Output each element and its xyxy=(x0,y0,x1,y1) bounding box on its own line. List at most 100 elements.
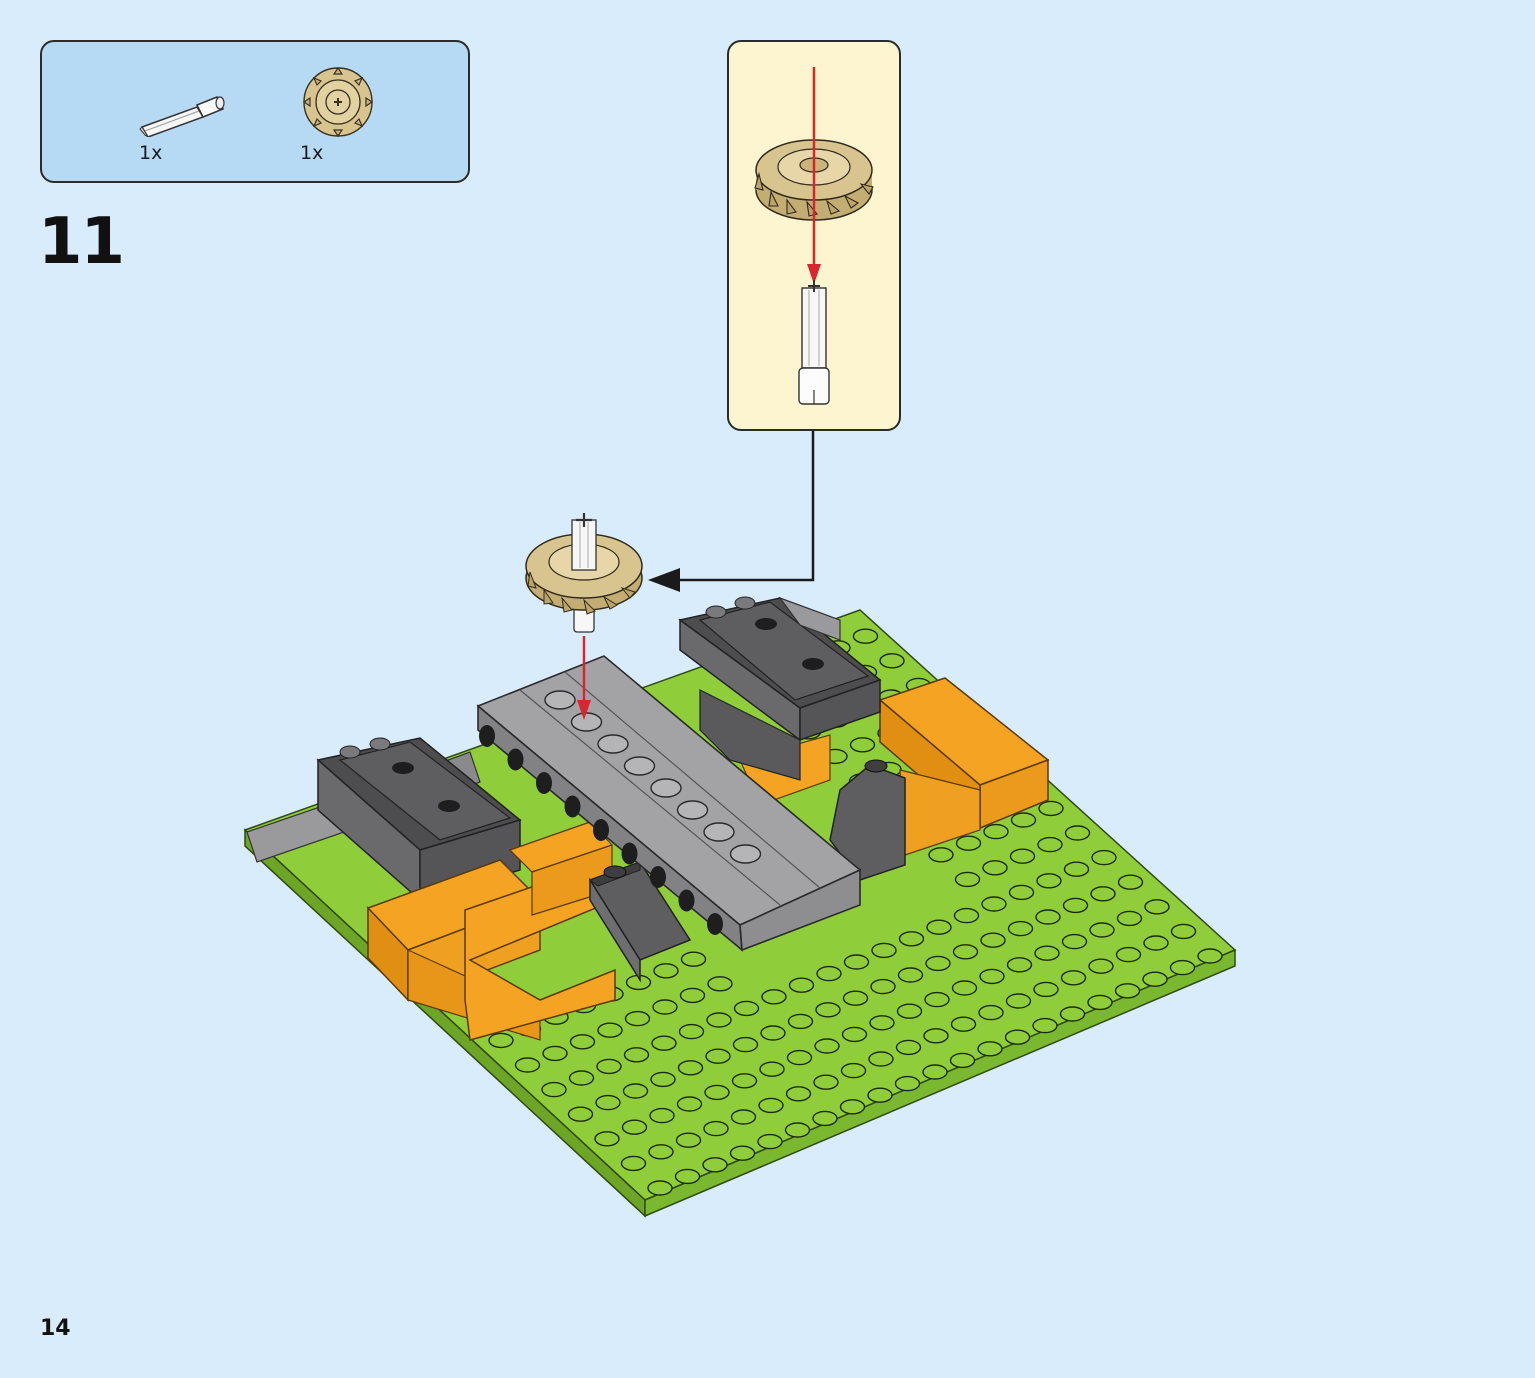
baseplate-stud xyxy=(1114,983,1141,999)
callout-axle-pin-icon xyxy=(798,280,830,405)
baseplate-stud xyxy=(623,1047,650,1063)
beam-hole xyxy=(597,734,629,754)
baseplate-stud xyxy=(871,942,897,959)
baseplate-stud xyxy=(787,1013,814,1030)
baseplate-stud xyxy=(896,1003,923,1019)
baseplate-stud xyxy=(678,1023,705,1040)
baseplate-stud xyxy=(981,896,1007,912)
baseplate-stud xyxy=(707,976,733,992)
baseplate-stud xyxy=(1064,825,1091,841)
axle-pin-quantity: 1x xyxy=(139,142,163,164)
baseplate-stud xyxy=(595,1094,621,1111)
baseplate-stud xyxy=(983,823,1009,840)
baseplate-stud xyxy=(1005,993,1032,1009)
baseplate-stud xyxy=(982,860,1008,876)
baseplate-stud xyxy=(1010,812,1037,828)
baseplate-stud xyxy=(704,1084,730,1101)
baseplate-stud xyxy=(541,1081,567,1098)
baseplate-stud xyxy=(652,999,678,1015)
baseplate-stud xyxy=(1170,923,1197,940)
step-number: 11 xyxy=(38,205,125,279)
beam-hole xyxy=(676,800,709,820)
gear-on-axle-assembly xyxy=(525,513,643,633)
baseplate-stud xyxy=(879,653,905,669)
baseplate-stud xyxy=(622,1083,649,1099)
baseplate-stud xyxy=(569,1034,596,1050)
baseplate-stud xyxy=(1090,886,1116,902)
baseplate-stud xyxy=(955,835,982,851)
baseplate-stud xyxy=(952,944,979,960)
baseplate-stud xyxy=(1063,861,1090,877)
baseplate-stud xyxy=(1087,994,1113,1011)
baseplate-stud xyxy=(761,989,787,1005)
baseplate-stud xyxy=(676,1096,703,1112)
baseplate-stud xyxy=(1037,836,1063,853)
beam-side-stud xyxy=(650,866,666,888)
baseplate-stud xyxy=(898,931,925,947)
baseplate-stud xyxy=(841,1026,868,1043)
baseplate-stud xyxy=(869,1015,895,1031)
baseplate-stud xyxy=(1144,899,1170,915)
right-dark-gray-bearing xyxy=(678,596,882,781)
beam-side-stud xyxy=(707,913,723,935)
baseplate-stud xyxy=(675,1132,702,1148)
baseplate-stud xyxy=(758,1097,784,1114)
baseplate-stud xyxy=(674,1168,701,1185)
baseplate-stud xyxy=(849,737,876,753)
baseplate-stud xyxy=(954,871,981,888)
baseplate-stud xyxy=(953,907,980,924)
orange-bricks-left xyxy=(366,821,616,1041)
baseplate-stud xyxy=(815,1002,841,1018)
baseplate-stud xyxy=(1036,873,1062,889)
baseplate-stud xyxy=(1061,933,1088,950)
beam-hole xyxy=(703,822,735,842)
insertion-arrow xyxy=(577,636,591,720)
baseplate-stud xyxy=(488,1032,514,1049)
beam-side-stud xyxy=(507,748,524,771)
baseplate-stud xyxy=(729,1145,756,1161)
baseplate-stud xyxy=(680,951,707,967)
baseplate-stud xyxy=(760,1025,786,1041)
baseplate-stud xyxy=(594,1131,620,1147)
baseplate-stud xyxy=(542,1045,568,1062)
baseplate-stud xyxy=(647,1180,673,1196)
baseplate-stud xyxy=(895,1039,922,1056)
baseplate-stud xyxy=(757,1133,783,1150)
beam-hole xyxy=(623,756,656,776)
baseplate-stud xyxy=(1143,935,1169,951)
baseplate-stud xyxy=(651,1035,677,1051)
baseplate-stud xyxy=(567,1106,594,1122)
beam-side-stud xyxy=(536,772,552,794)
tan-gear-icon xyxy=(298,64,378,140)
baseplate-stud xyxy=(1169,959,1196,976)
baseplate-stud xyxy=(514,1057,541,1073)
baseplate-stud xyxy=(979,968,1005,985)
baseplate-stud xyxy=(843,954,870,970)
subassembly-illustration xyxy=(754,67,874,405)
baseplate-stud xyxy=(759,1061,785,1077)
beam-side-stud xyxy=(564,795,581,818)
baseplate-stud xyxy=(1038,800,1064,817)
dark-gray-slopes xyxy=(588,759,906,983)
baseplate-stud xyxy=(926,919,952,935)
baseplate-stud xyxy=(840,1062,867,1079)
baseplate-stud xyxy=(702,1157,728,1173)
baseplate-stud xyxy=(1006,957,1033,973)
baseplate-stud xyxy=(649,1107,675,1124)
baseplate-stud xyxy=(867,1087,893,1103)
baseplate-stud xyxy=(679,987,706,1004)
baseplate-stud xyxy=(842,990,869,1006)
baseplate-stud xyxy=(950,1016,977,1032)
baseplate-stud xyxy=(1060,970,1087,986)
baseplate-stud xyxy=(596,1058,622,1075)
baseplate-stud xyxy=(648,1144,674,1160)
baseplate-stud xyxy=(732,1036,759,1053)
baseplate-stud xyxy=(814,1038,840,1054)
baseplate-stud xyxy=(812,1110,838,1127)
beam-side-stud xyxy=(678,889,695,912)
baseplate-stud xyxy=(816,965,842,982)
callout-arrowhead xyxy=(648,568,680,592)
baseplate-stud xyxy=(1032,1017,1058,1034)
baseplate-stud xyxy=(1035,909,1061,925)
